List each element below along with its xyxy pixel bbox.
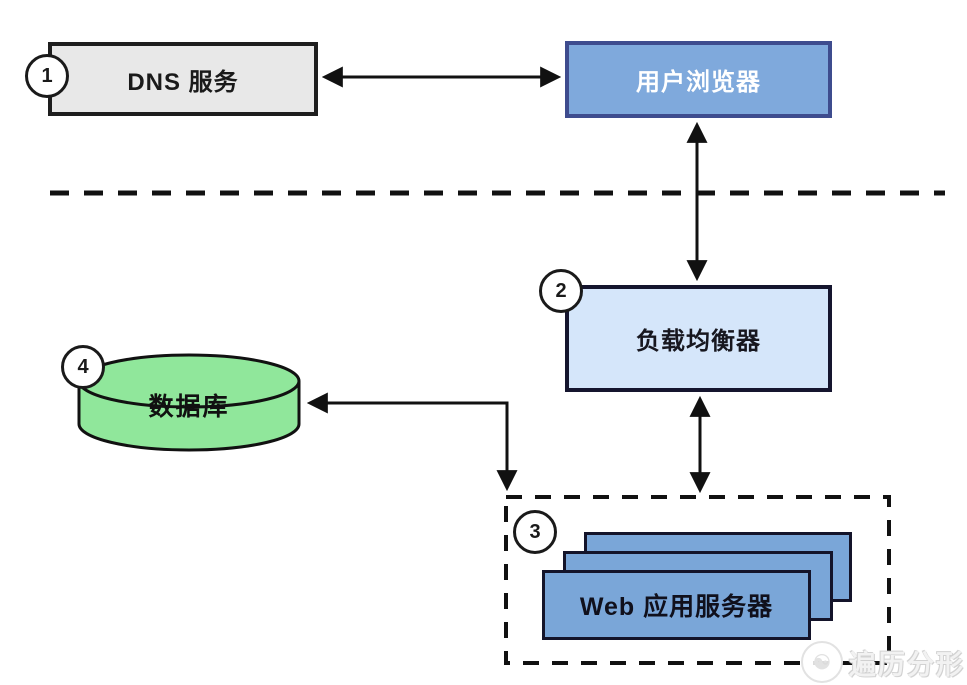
dns-service-label: DNS 服务: [127, 68, 239, 96]
load-balancer-node[interactable]: 负载均衡器: [565, 285, 832, 392]
arrow-webservers-database: [306, 392, 518, 492]
step-badge-4: 4: [61, 345, 105, 389]
watermark-text: 遍历分形: [849, 649, 965, 680]
step-4-number: 4: [77, 355, 89, 378]
step-badge-2: 2: [539, 269, 583, 313]
web-server-label: Web 应用服务器: [579, 593, 774, 621]
web-server-group-dashed-box: [504, 495, 891, 665]
database-label: 数据库: [148, 393, 230, 421]
dns-service-node[interactable]: DNS 服务: [48, 42, 318, 116]
web-server-node[interactable]: Web 应用服务器: [542, 570, 811, 640]
step-3-number: 3: [529, 520, 541, 543]
watermark-logo-icon: ☯: [801, 641, 843, 683]
user-browser-label: 用户浏览器: [636, 69, 761, 96]
step-2-number: 2: [555, 279, 567, 302]
step-badge-1: 1: [25, 54, 69, 98]
user-browser-node[interactable]: 用户浏览器: [565, 41, 832, 118]
watermark: ☯ 遍历分形: [801, 641, 965, 683]
step-1-number: 1: [41, 64, 53, 87]
step-badge-3: 3: [513, 510, 557, 554]
load-balancer-label: 负载均衡器: [636, 328, 761, 355]
